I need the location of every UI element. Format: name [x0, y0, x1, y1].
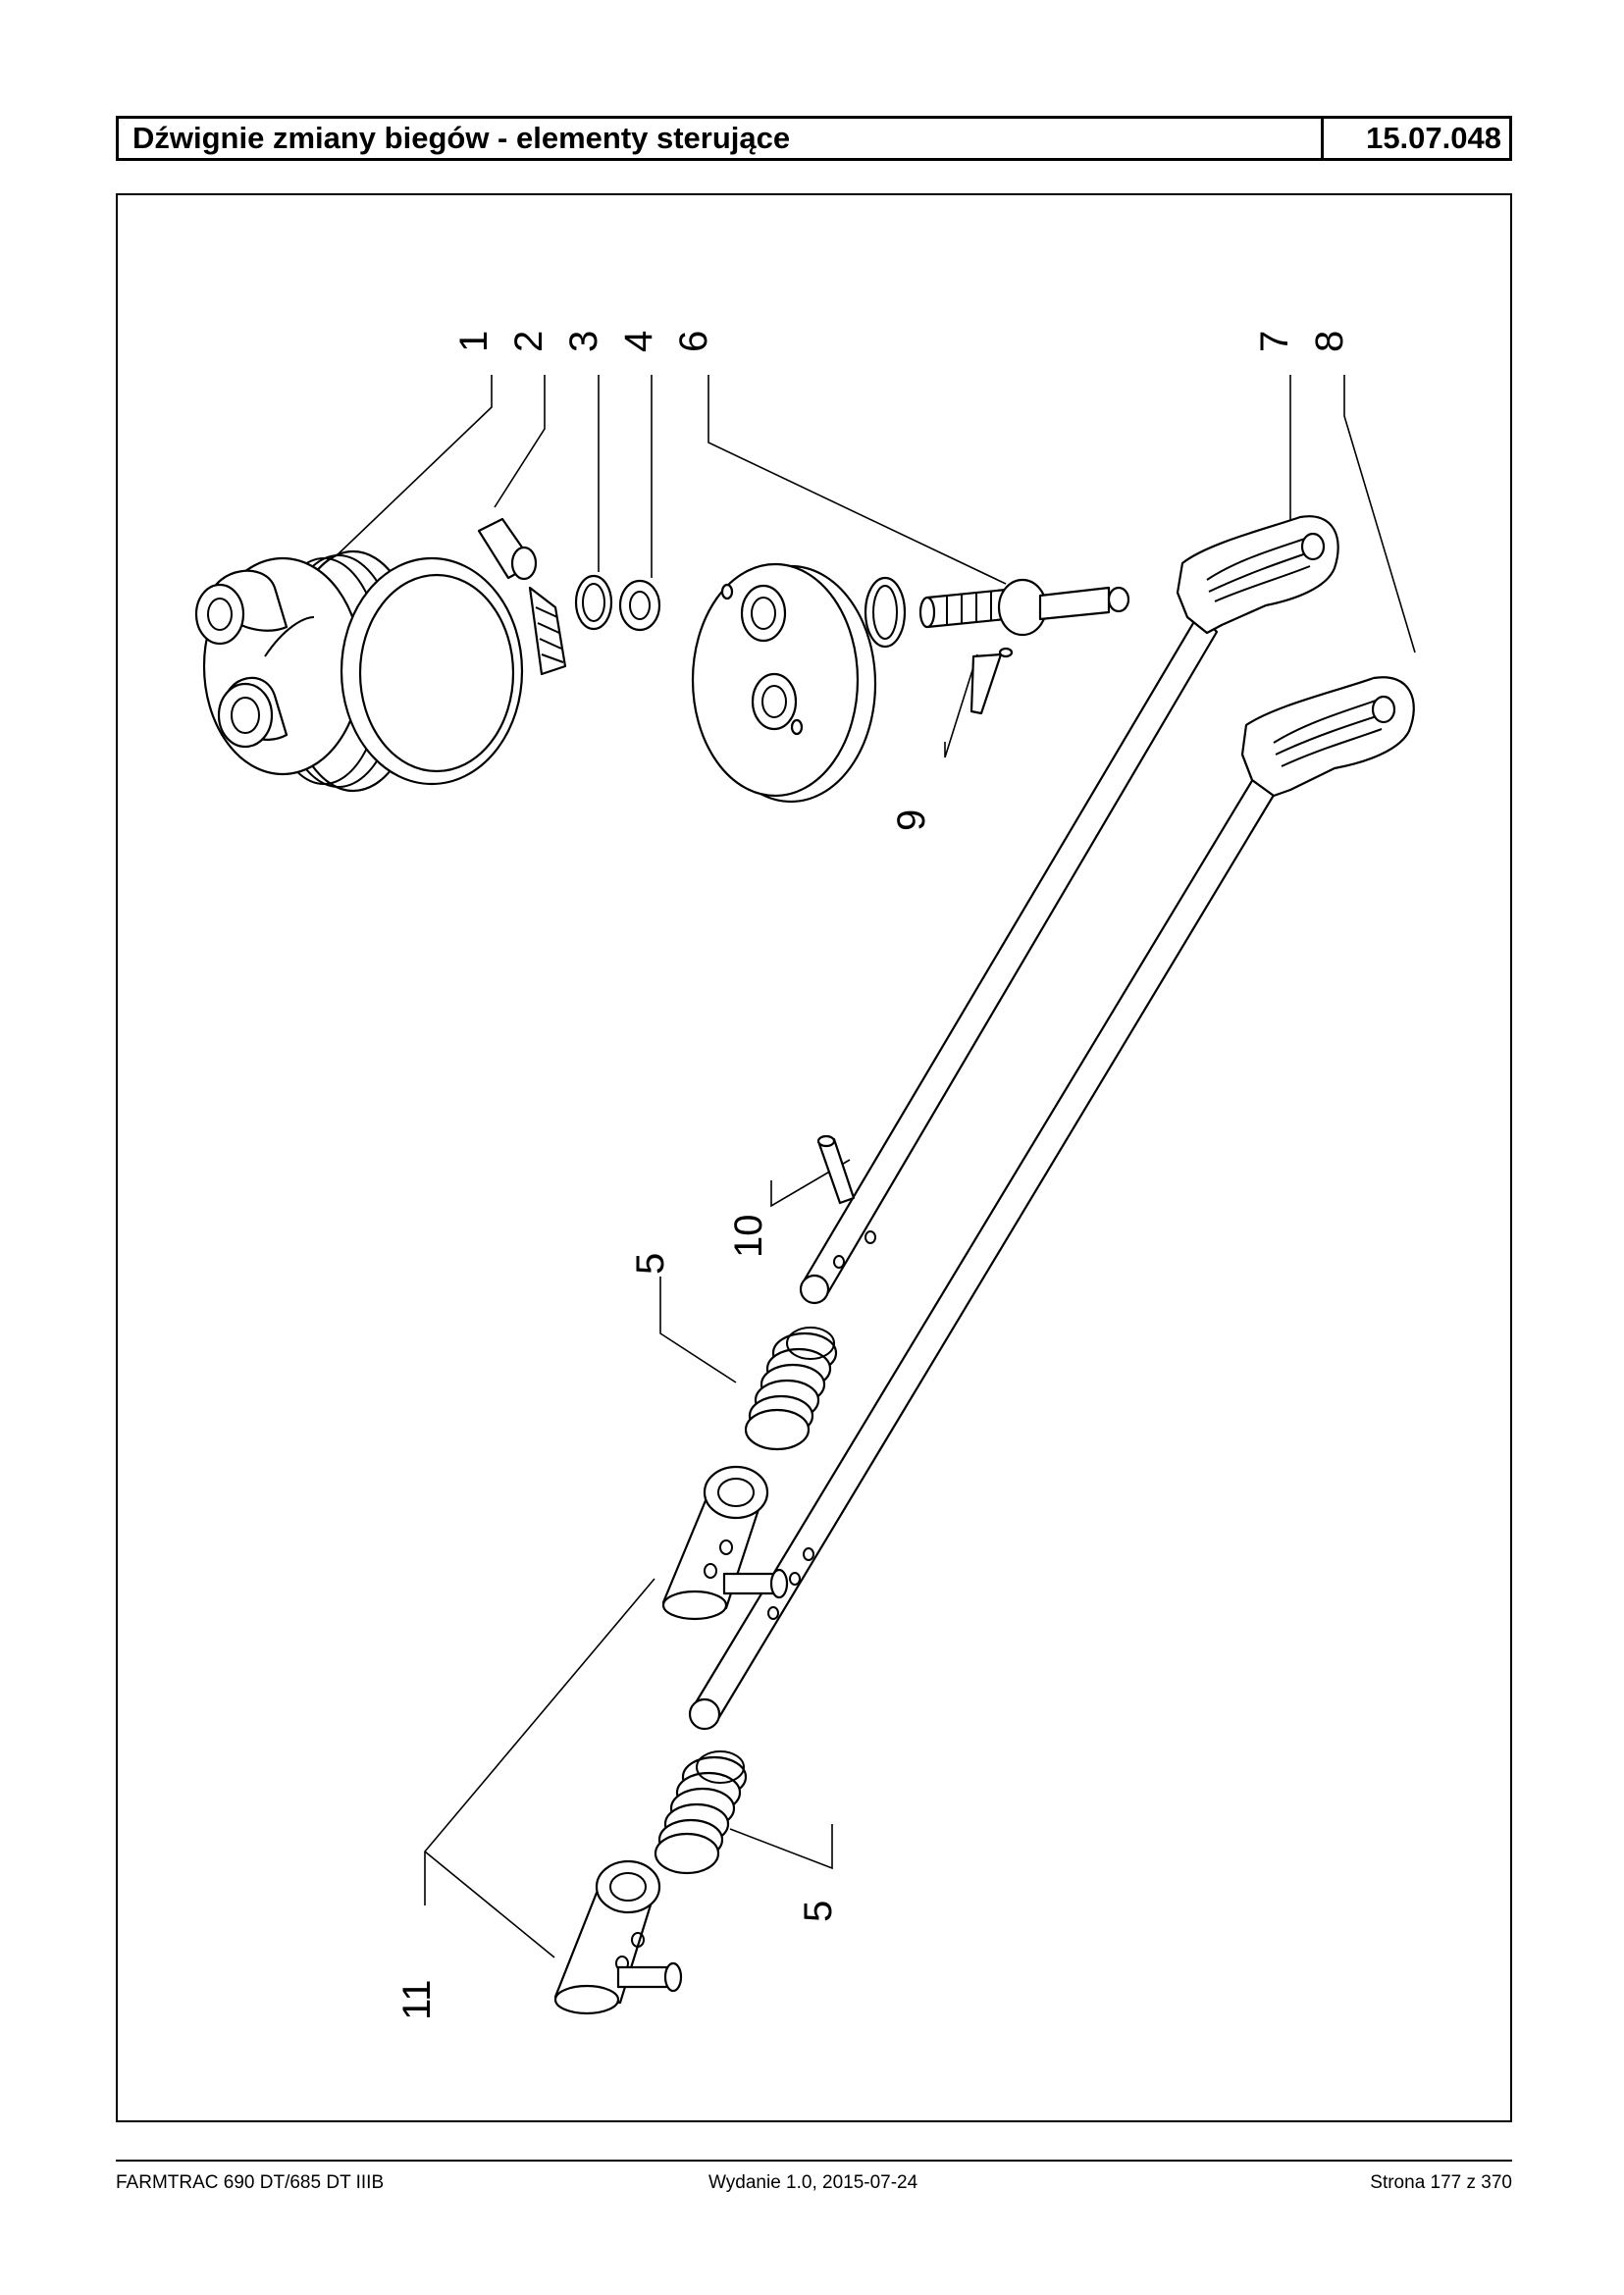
- page-header: Dźwignie zmiany biegów - elementy steruj…: [116, 116, 1512, 161]
- callout-11: 11: [395, 1979, 439, 2020]
- callout-8: 8: [1308, 331, 1351, 352]
- part-9-pin: [969, 647, 1014, 715]
- callout-1: 1: [452, 331, 496, 352]
- part-10-pin: [816, 1134, 856, 1205]
- page-title: Dźwignie zmiany biegów - elementy steruj…: [132, 121, 791, 155]
- callout-4: 4: [617, 331, 660, 352]
- callout-5-upper: 5: [629, 1253, 672, 1275]
- callout-2: 2: [507, 331, 550, 352]
- flange-plate: [691, 562, 877, 804]
- callout-6: 6: [672, 331, 715, 352]
- part-11-sleeve-lower: [553, 1859, 683, 2015]
- part-8-shift-rod-lower: [688, 676, 1415, 1731]
- footer-model: FARMTRAC 690 DT/685 DT IIIB: [116, 2172, 385, 2193]
- callout-5-lower: 5: [797, 1901, 840, 1922]
- part-4-washer: [618, 579, 661, 632]
- parts-diagram-frame: 1 2 3 4 6 7 8 9 10 5 5 11: [116, 193, 1512, 2122]
- footer-edition: Wydanie 1.0, 2015-07-24: [708, 2172, 918, 2193]
- part-7-shift-rod-upper: [799, 515, 1339, 1305]
- callout-3: 3: [562, 331, 605, 352]
- footer-page-number: Strona 177 z 370: [1370, 2172, 1512, 2193]
- part-3-snap-ring: [574, 574, 613, 631]
- part-5-spring-lower: [654, 1750, 748, 1875]
- callout-7: 7: [1253, 331, 1296, 352]
- callout-10: 10: [727, 1215, 770, 1259]
- part-11-sleeve-upper: [661, 1465, 789, 1621]
- part-2-clamp: [340, 517, 567, 786]
- o-ring: [864, 576, 907, 649]
- footer-rule: [116, 2160, 1512, 2162]
- callout-9: 9: [890, 809, 933, 831]
- part-5-spring-upper: [744, 1327, 838, 1451]
- part-6-ball-pin: [918, 578, 1130, 637]
- section-code: 15.07.048: [1321, 119, 1509, 158]
- leader-lines: [331, 375, 1416, 1958]
- exploded-parts-diagram: 1 2 3 4 6 7 8 9 10 5 5 11: [194, 331, 1416, 2020]
